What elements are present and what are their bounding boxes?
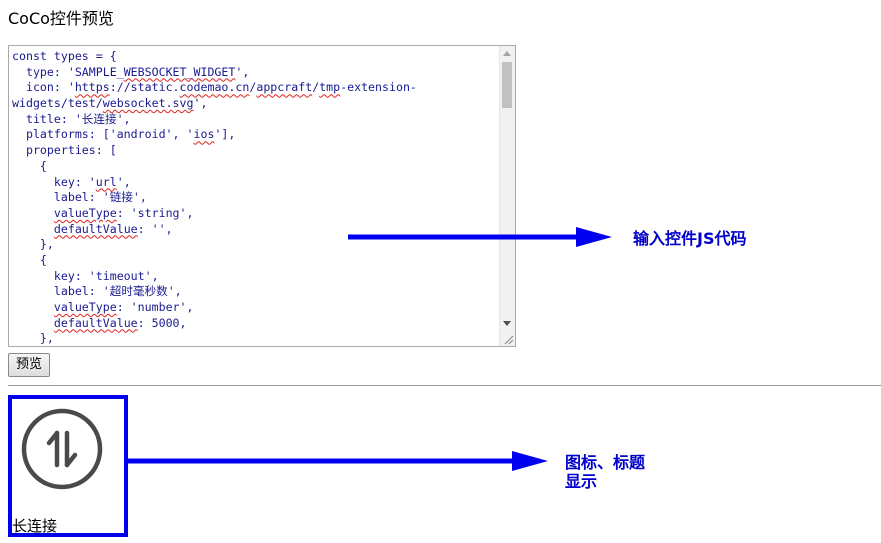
code-token: title: '长连接',	[12, 111, 131, 126]
code-token: key: '	[12, 174, 96, 189]
code-line: {	[12, 159, 498, 175]
code-line: icon: 'https://static.codemao.cn/appcraf…	[12, 80, 498, 96]
spellcheck-flagged-token: https	[74, 80, 110, 95]
arrow-to-widget-note	[128, 451, 548, 471]
code-token: '],	[214, 127, 236, 142]
scroll-down-icon[interactable]	[503, 321, 511, 326]
code-token: ://static.	[109, 80, 180, 95]
spellcheck-flagged-token: ios	[193, 127, 215, 142]
code-token: label: '链接',	[12, 190, 147, 205]
code-line: const types = {	[12, 49, 498, 65]
code-line: properties: [	[12, 143, 498, 159]
code-token: : 5000,	[137, 315, 187, 330]
code-token: /	[249, 80, 257, 95]
code-token	[12, 222, 54, 236]
code-token: : '',	[137, 221, 173, 236]
code-line: key: 'timeout',	[12, 269, 498, 285]
spellcheck-flagged-token: tmp	[319, 80, 341, 95]
spellcheck-flagged-token: valueType	[53, 205, 117, 220]
widget-title: 长连接	[12, 517, 58, 535]
code-line: label: '链接',	[12, 190, 498, 206]
annotation-widget-note-line1: 图标、标题	[565, 453, 646, 472]
code-line: key: 'url',	[12, 175, 498, 191]
code-token	[12, 300, 54, 314]
code-line: title: '长连接',	[12, 112, 498, 128]
annotation-widget-note: 图标、标题 显示	[565, 453, 675, 491]
code-line: widgets/test/websocket.svg',	[12, 96, 498, 112]
code-line: defaultValue: '',	[12, 222, 498, 238]
code-token: platforms: ['android', '	[12, 127, 194, 142]
code-token: },	[12, 237, 54, 252]
resize-grip-icon[interactable]	[502, 333, 514, 345]
code-token: -extension-	[340, 80, 417, 95]
spellcheck-flagged-token: url	[95, 174, 117, 189]
code-token: },	[12, 331, 54, 346]
websocket-updown-arrows-icon	[21, 408, 103, 490]
code-token: {	[12, 158, 47, 173]
code-token: ',	[235, 64, 250, 79]
code-token	[12, 316, 54, 330]
code-line: },	[12, 331, 498, 346]
code-token: type: 'SAMPLE_	[12, 64, 124, 79]
scroll-up-icon[interactable]	[503, 51, 511, 56]
code-token: key: 'timeout',	[12, 268, 159, 283]
code-token: /	[312, 80, 320, 95]
spellcheck-flagged-token: defaultValue	[53, 221, 138, 236]
code-token: label: '超时毫秒数',	[12, 284, 182, 299]
code-line: defaultValue: 5000,	[12, 316, 498, 332]
code-token	[12, 206, 54, 220]
code-content[interactable]: const types = { type: 'SAMPLE_WEBSOCKET_…	[12, 49, 498, 346]
spellcheck-flagged-token: valueType	[53, 300, 117, 314]
code-line: platforms: ['android', 'ios'],	[12, 127, 498, 143]
annotation-widget-note-line2: 显示	[565, 472, 598, 491]
preview-button[interactable]: 预览	[8, 353, 50, 377]
spellcheck-flagged-token: codemao.cn	[179, 80, 250, 95]
scrollbar-thumb[interactable]	[502, 62, 512, 108]
spellcheck-flagged-token: WEBSOCKET_WIDGET	[123, 64, 236, 79]
code-line: valueType: 'number',	[12, 300, 498, 316]
vertical-scrollbar[interactable]	[499, 46, 515, 346]
code-line: {	[12, 253, 498, 269]
spellcheck-flagged-token: appcraft	[256, 80, 313, 95]
code-line: valueType: 'string',	[12, 206, 498, 222]
code-textarea[interactable]: const types = { type: 'SAMPLE_WEBSOCKET_…	[8, 45, 516, 347]
code-token: ',	[193, 96, 208, 111]
code-token: properties: [	[12, 143, 117, 158]
code-token: : 'string',	[116, 205, 194, 220]
annotation-code-note: 输入控件JS代码	[633, 229, 747, 248]
code-token: ',	[116, 174, 131, 189]
spellcheck-flagged-token: websocket.svg	[102, 96, 194, 111]
page-title: CoCo控件预览	[8, 9, 114, 28]
code-token: icon: '	[12, 80, 75, 95]
code-token: : 'number',	[116, 300, 194, 314]
code-line: label: '超时毫秒数',	[12, 284, 498, 300]
code-token: widgets/test/	[12, 96, 103, 111]
widget-preview-card: 长连接	[8, 395, 128, 537]
code-token: const types = {	[12, 49, 117, 63]
code-line: },	[12, 237, 498, 253]
spellcheck-flagged-token: defaultValue	[53, 315, 138, 330]
code-line: type: 'SAMPLE_WEBSOCKET_WIDGET',	[12, 65, 498, 81]
code-token: {	[12, 252, 47, 267]
divider	[8, 385, 881, 386]
